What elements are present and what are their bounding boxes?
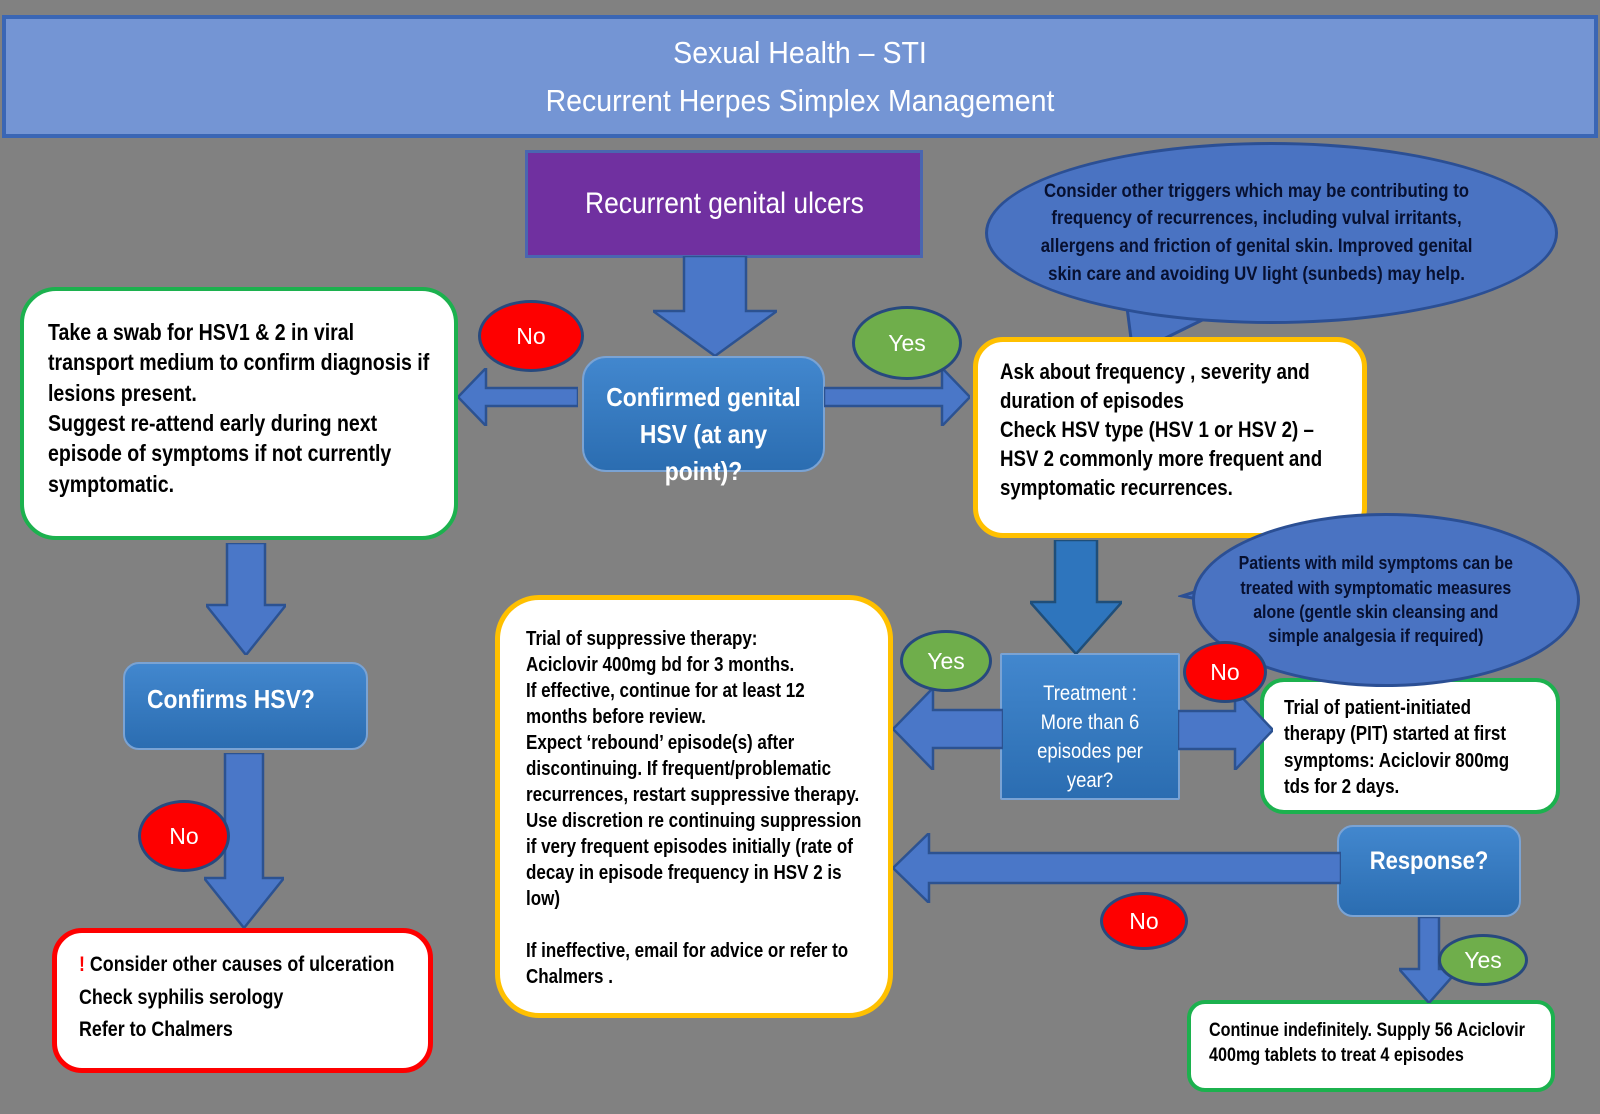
yes-label: Yes — [927, 647, 965, 674]
continue-text: Continue indefinitely. Supply 56 Aciclov… — [1209, 1020, 1525, 1067]
other-causes-line1: ! Consider other causes of ulceration — [79, 949, 406, 982]
treatment-line2: More than 6 — [1040, 711, 1140, 734]
confirmed-hsv-line2: HSV (at any point)? — [639, 419, 768, 486]
yes-ellipse-treatment: Yes — [900, 630, 992, 692]
arrow-left-confirmed-to-swab — [458, 368, 578, 426]
page-title-line2: Recurrent Herpes Simplex Management — [545, 83, 1055, 118]
header-banner: Sexual Health – STI Recurrent Herpes Sim… — [2, 15, 1598, 138]
mild-symptoms-text: Patients with mild symptoms can be treat… — [1238, 553, 1514, 647]
no-ellipse-confirmed: No — [478, 300, 584, 372]
swab-text-1: Take a swab for HSV1 & 2 in viral transp… — [48, 319, 430, 406]
suppressive-p4: Expect ‘rebound’ episode(s) after discon… — [526, 732, 860, 806]
yes-label: Yes — [888, 329, 926, 356]
other-causes-line3: Refer to Chalmers — [79, 1018, 233, 1042]
suppressive-p6: If ineffective, email for advice or refe… — [526, 940, 849, 988]
no-label: No — [1129, 907, 1159, 934]
suppressive-p1: Trial of suppressive therapy: — [526, 628, 758, 650]
arrow-down-ask-to-treatment — [1030, 540, 1122, 654]
node-other-causes: ! Consider other causes of ulceration Ch… — [52, 928, 433, 1073]
confirms-hsv-label: Confirms HSV? — [147, 684, 315, 714]
yes-label: Yes — [1464, 946, 1502, 973]
node-label: Recurrent genital ulcers — [584, 187, 864, 220]
other-causes-line2: Check syphilis serology — [79, 985, 284, 1009]
no-label: No — [516, 322, 546, 349]
node-take-swab: Take a swab for HSV1 & 2 in viral transp… — [20, 287, 458, 540]
node-confirmed-hsv: Confirmed genital HSV (at any point)? — [582, 356, 825, 486]
node-recurrent-genital-ulcers: Recurrent genital ulcers — [525, 150, 923, 258]
yes-ellipse-confirmed: Yes — [852, 306, 962, 380]
arrow-right-confirmed-to-ask — [824, 368, 970, 426]
pit-text: Trial of patient-initiated therapy (PIT)… — [1284, 697, 1510, 799]
arrow-down-ulcers-to-confirmed — [653, 256, 777, 356]
no-label: No — [1210, 658, 1240, 685]
suppressive-p3: If effective, continue for at least 12 m… — [526, 680, 805, 728]
node-pit-therapy: Trial of patient-initiated therapy (PIT)… — [1260, 678, 1560, 814]
node-suppressive-therapy: Trial of suppressive therapy: Aciclovir … — [495, 595, 893, 1018]
suppressive-p5: Use discretion re continuing suppression… — [526, 810, 862, 910]
arrow-left-treatment-to-suppressive — [893, 688, 1003, 770]
arrow-right-treatment-to-pit — [1178, 690, 1273, 770]
no-label: No — [169, 822, 199, 849]
node-continue-indefinitely: Continue indefinitely. Supply 56 Aciclov… — [1187, 1000, 1555, 1092]
exclamation-mark: ! — [79, 953, 85, 976]
no-ellipse-treatment: No — [1183, 641, 1267, 703]
node-response: Response? — [1337, 825, 1521, 917]
arrow-left-response-to-suppressive — [893, 833, 1341, 903]
other-causes-text1: Consider other causes of ulceration — [84, 953, 395, 976]
suppressive-p2: Aciclovir 400mg bd for 3 months. — [526, 654, 795, 676]
swab-text-2: Suggest re-attend early during next epis… — [48, 410, 392, 497]
node-ask-frequency: Ask about frequency , severity and durat… — [973, 337, 1367, 538]
yes-ellipse-response: Yes — [1438, 934, 1528, 986]
trigger-callout: Consider other triggers which may be con… — [985, 142, 1558, 324]
treatment-line1: Treatment : — [1043, 682, 1137, 705]
arrow-down-confirms-to-other-causes — [204, 753, 284, 928]
page-title-line1: Sexual Health – STI — [673, 35, 927, 70]
ask-text-2: Check HSV type (HSV 1 or HSV 2) – HSV 2 … — [1000, 417, 1323, 501]
treatment-line3: episodes per year? — [1037, 740, 1143, 792]
node-treatment-episodes: Treatment : More than 6 episodes per yea… — [1000, 653, 1180, 800]
arrow-down-swab-to-confirms — [206, 543, 286, 655]
no-ellipse-confirms: No — [138, 800, 230, 872]
confirmed-hsv-line1: Confirmed genital — [606, 382, 801, 412]
node-confirms-hsv: Confirms HSV? — [123, 662, 368, 750]
response-label: Response? — [1369, 847, 1489, 875]
trigger-callout-text: Consider other triggers which may be con… — [1040, 180, 1473, 285]
no-ellipse-response: No — [1100, 892, 1188, 950]
ask-text-1: Ask about frequency , severity and durat… — [1000, 359, 1310, 414]
arrow-down-response-to-continue — [1399, 917, 1459, 1003]
